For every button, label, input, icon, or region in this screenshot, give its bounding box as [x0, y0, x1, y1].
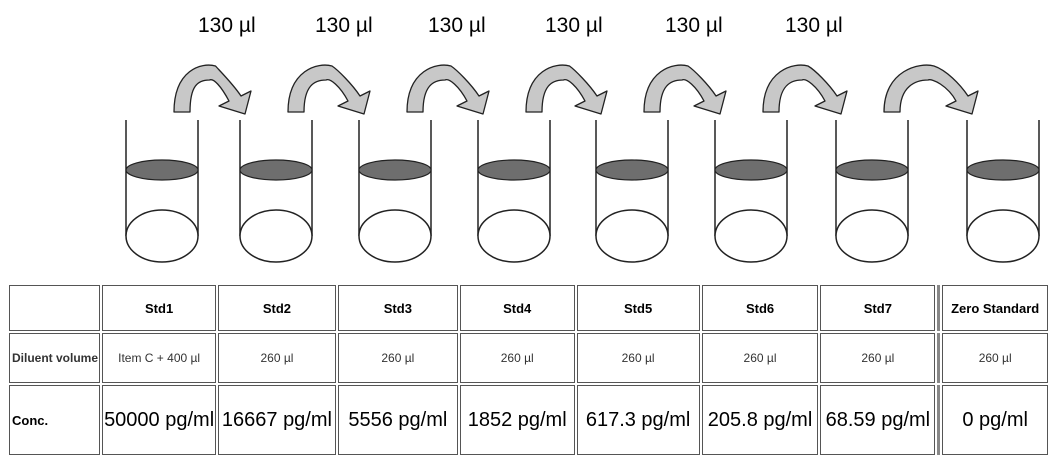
conc-std7: 68.59 pg/ml: [820, 385, 936, 455]
diluent-std5: 260 µl: [576, 333, 700, 383]
tube-bottom: [714, 209, 788, 263]
conc-zero-standard: 0 pg/ml: [942, 385, 1048, 455]
liquid-surface: [358, 159, 432, 181]
header-row: Std1 Std2 Std3 Std4 Std5 Std6 Std7 Zero …: [9, 285, 1048, 331]
transfer-volume-label: 130 µl: [665, 14, 723, 37]
liquid-surface: [125, 159, 199, 181]
transfer-arrow: [406, 64, 490, 115]
diluent-volume-row: Diluent volume Item C + 400 µl 260 µl 26…: [9, 333, 1048, 383]
serial-dilution-diagram: 130 µl 130 µl 130 µl 130 µl 130 µl 130 µ…: [125, 14, 1040, 263]
liquid-surface: [239, 159, 313, 181]
transfer-volume-label: 130 µl: [785, 14, 843, 37]
diluent-std6: 260 µl: [701, 333, 819, 383]
tube: [966, 120, 1040, 263]
dilution-table: Std1 Std2 Std3 Std4 Std5 Std6 Std7 Zero …: [7, 283, 1050, 457]
diluent-std3: 260 µl: [337, 333, 458, 383]
header-std7: Std7: [820, 285, 936, 331]
tube: [595, 120, 669, 263]
tube-wall: [125, 120, 199, 236]
transfer-volume-label: 130 µl: [315, 14, 373, 37]
tube-bottom: [835, 209, 909, 263]
diluent-std1: Item C + 400 µl: [102, 333, 216, 383]
header-std6: Std6: [701, 285, 819, 331]
column-separator: [937, 285, 941, 331]
tube-wall: [358, 120, 432, 236]
tube-bottom: [358, 209, 432, 263]
transfer-arrow: [173, 64, 252, 115]
conc-std1: 50000 pg/ml: [102, 385, 216, 455]
header-corner-cell: [9, 285, 101, 331]
tube: [125, 120, 199, 263]
diluent-std4: 260 µl: [459, 333, 575, 383]
liquid-surface: [595, 159, 669, 181]
tube-bottom: [125, 209, 199, 263]
diluent-std2: 260 µl: [218, 333, 336, 383]
tube: [477, 120, 551, 263]
conc-std3: 5556 pg/ml: [337, 385, 458, 455]
transfer-arrow: [883, 64, 979, 115]
header-std3: Std3: [337, 285, 458, 331]
tube-bottom: [477, 209, 551, 263]
diluent-std7: 260 µl: [820, 333, 936, 383]
transfer-arrow: [762, 64, 848, 115]
conc-std5: 617.3 pg/ml: [576, 385, 700, 455]
header-std2: Std2: [218, 285, 336, 331]
transfer-arrow: [525, 64, 608, 115]
tube-wall: [595, 120, 669, 236]
liquid-surface: [477, 159, 551, 181]
conc-std6: 205.8 pg/ml: [701, 385, 819, 455]
diluent-zero-standard: 260 µl: [942, 333, 1048, 383]
header-std1: Std1: [102, 285, 216, 331]
liquid-surface: [714, 159, 788, 181]
tube: [239, 120, 313, 263]
tube-wall: [239, 120, 313, 236]
tube: [358, 120, 432, 263]
concentration-label: Conc.: [9, 385, 101, 455]
column-separator: [937, 385, 941, 455]
liquid-surface: [966, 159, 1040, 181]
liquid-surface: [835, 159, 909, 181]
header-std4: Std4: [459, 285, 575, 331]
transfer-arrow: [287, 64, 371, 115]
tube-wall: [835, 120, 909, 236]
tube: [835, 120, 909, 263]
header-zero-standard: Zero Standard: [942, 285, 1048, 331]
header-std5: Std5: [576, 285, 700, 331]
conc-std4: 1852 pg/ml: [459, 385, 575, 455]
tube-bottom: [966, 209, 1040, 263]
transfer-volume-label: 130 µl: [198, 14, 256, 37]
diluent-volume-label: Diluent volume: [9, 333, 101, 383]
transfer-arrow: [643, 64, 727, 115]
tube-wall: [714, 120, 788, 236]
transfer-arrows: [173, 64, 979, 115]
tube-wall: [477, 120, 551, 236]
concentration-row: Conc. 50000 pg/ml 16667 pg/ml 5556 pg/ml…: [9, 385, 1048, 455]
tubes-and-arrows: [125, 64, 1040, 263]
conc-std2: 16667 pg/ml: [218, 385, 336, 455]
transfer-volume-label: 130 µl: [545, 14, 603, 37]
tube-bottom: [595, 209, 669, 263]
tube-bottom: [239, 209, 313, 263]
column-separator: [937, 333, 941, 383]
tube: [714, 120, 788, 263]
transfer-volume-label: 130 µl: [428, 14, 486, 37]
tube-wall: [966, 120, 1040, 236]
tubes: [125, 120, 1040, 263]
